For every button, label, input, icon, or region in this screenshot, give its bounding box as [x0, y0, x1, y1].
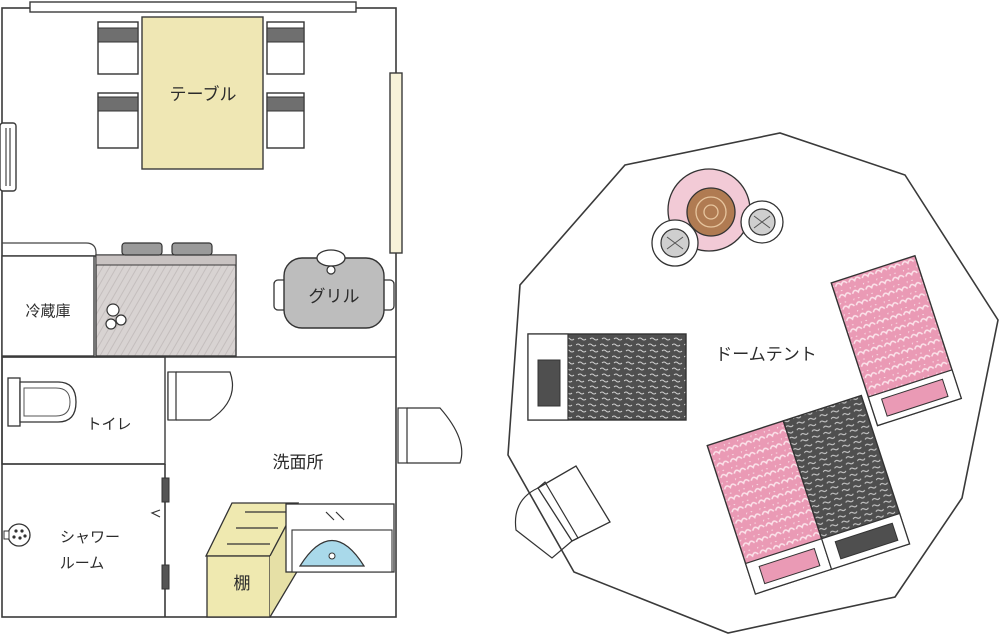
washbasin: [285, 503, 395, 573]
toilet-door: [167, 371, 234, 421]
table-label: テーブル: [170, 84, 237, 105]
shower-label-line2: ルーム: [60, 554, 105, 572]
stool-right: [740, 200, 784, 244]
dome-tent-outline: [507, 132, 999, 634]
dining-table: [141, 16, 264, 170]
grill-label: グリル: [309, 287, 360, 307]
mattress-dark-left: [527, 333, 687, 421]
fridge: [1, 255, 95, 357]
grill: [273, 249, 395, 329]
chair-left-bottom: [97, 92, 139, 149]
right-window: [389, 72, 403, 254]
shelf: [204, 502, 300, 618]
top-window: [29, 1, 357, 13]
shower-door-hinge-bottom: [161, 564, 170, 590]
shower-head-icon: [3, 523, 31, 547]
kitchen-counter: [95, 254, 237, 357]
washroom-label: 洗面所: [273, 453, 324, 473]
fridge-label: 冷蔵庫: [25, 302, 70, 320]
mattress-double-bottom: [706, 394, 911, 595]
stool-left: [651, 219, 699, 267]
dome-tent: ドームテント: [507, 132, 999, 634]
toilet-icon: [7, 377, 77, 427]
chair-right-bottom: [266, 92, 305, 149]
mattress-pink-top-right: [830, 254, 963, 427]
washroom-exterior-door: [397, 407, 463, 464]
faucet-icon: [105, 303, 127, 330]
shelf-label: 棚: [234, 574, 251, 594]
chair-right-top: [266, 21, 305, 75]
tent-door: [514, 465, 611, 559]
wall-heater: [0, 122, 17, 192]
shower-label-line1: シャワー: [60, 528, 120, 546]
cabin: テーブル 冷蔵庫: [0, 1, 463, 618]
burner-left: [121, 242, 163, 256]
chair-left-top: [97, 21, 139, 75]
shower-door-hinge-top: [161, 477, 170, 503]
burner-right: [171, 242, 213, 256]
toilet-label: トイレ: [86, 415, 131, 433]
dome-tent-label: ドームテント: [715, 345, 817, 365]
